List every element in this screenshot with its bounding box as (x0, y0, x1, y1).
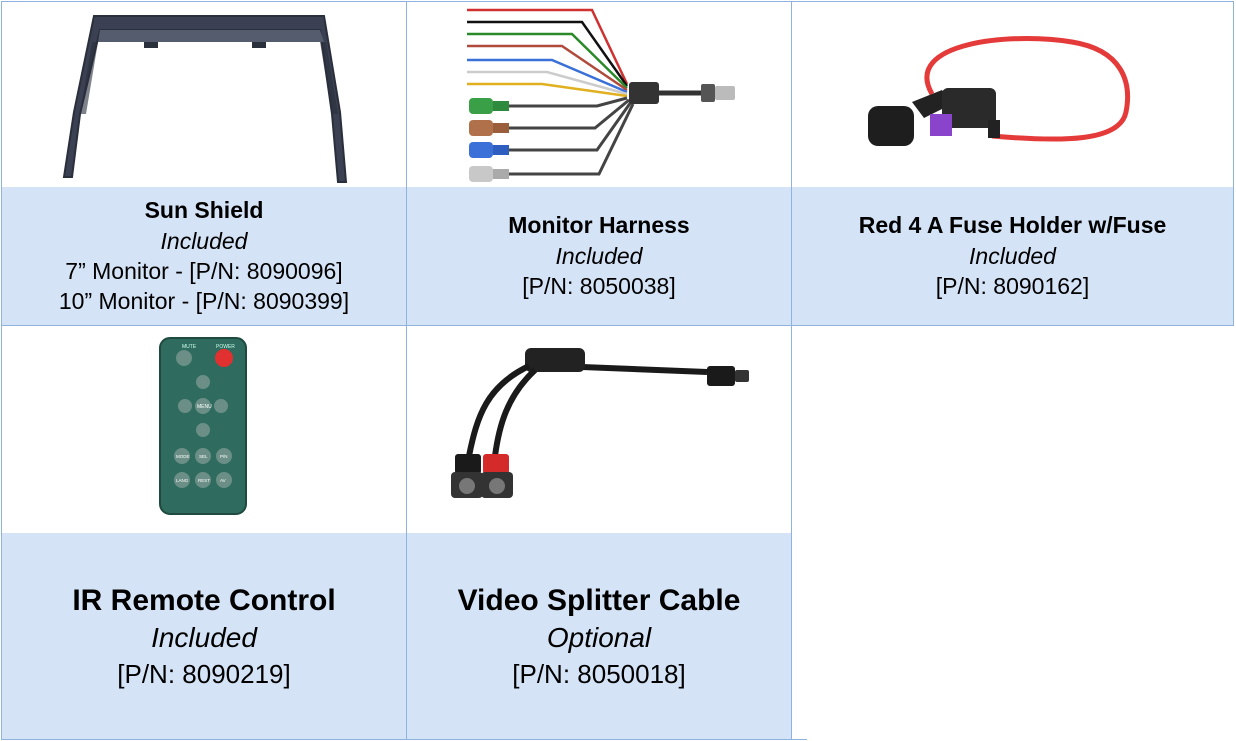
remote-av-label: AV (220, 478, 226, 483)
item-part-number: 10” Monitor - [P/N: 8090399] (58, 288, 350, 315)
item-ir-remote: MUTE POWER MENU MODE SEL P/N LANG REST A… (2, 326, 406, 739)
splitter-cable-icon (451, 348, 749, 498)
item-status: Included (555, 242, 643, 269)
remote-menu-label: MENU (197, 404, 212, 410)
empty-cell (792, 326, 1233, 739)
item-status: Included (151, 622, 257, 654)
ir-remote-icon: MUTE POWER MENU MODE SEL P/N LANG REST A… (159, 337, 247, 515)
grid-line-right-top (1233, 1, 1234, 326)
item-status: Included (969, 242, 1056, 269)
fuse-holder-icon (868, 36, 1131, 146)
remote-rest-label: REST (198, 478, 210, 483)
fuse-holder-image (792, 2, 1233, 187)
grid-line-bottom (1, 739, 807, 740)
sun-shield-image (2, 2, 406, 187)
item-part-number: [P/N: 8090162] (935, 273, 1090, 300)
item-title: Monitor Harness (508, 212, 690, 239)
grid-line-mid (1, 325, 1234, 326)
grid-line-v1 (406, 1, 407, 740)
item-status: Included (160, 227, 248, 254)
item-part-number: 7” Monitor - [P/N: 8090096] (65, 258, 343, 284)
item-title: Sun Shield (144, 197, 264, 224)
item-sun-shield: Sun Shield Included 7” Monitor - [P/N: 8… (2, 2, 406, 325)
item-fuse-holder: Red 4 A Fuse Holder w/Fuse Included [P/N… (792, 2, 1233, 325)
item-title: IR Remote Control (72, 583, 336, 617)
remote-mode-label: MODE (176, 454, 190, 459)
item-part-number: [P/N: 8090219] (117, 659, 291, 690)
grid-line-left (1, 1, 2, 740)
monitor-harness-image (407, 2, 791, 187)
item-part-number: [P/N: 8050018] (512, 659, 686, 690)
ir-remote-image: MUTE POWER MENU MODE SEL P/N LANG REST A… (2, 326, 406, 533)
sun-shield-icon (62, 15, 348, 183)
item-title: Video Splitter Cable (457, 583, 741, 617)
grid-line-v2 (791, 1, 792, 740)
remote-lang-label: LANG (176, 478, 189, 483)
item-video-splitter: Video Splitter Cable Optional [P/N: 8050… (407, 326, 791, 739)
item-status: Optional (546, 622, 652, 654)
remote-power-label: POWER (216, 344, 235, 350)
remote-pn-label: P/N (220, 454, 228, 459)
remote-mute-label: MUTE (182, 344, 197, 350)
item-monitor-harness: Monitor Harness Included [P/N: 8050038] (407, 2, 791, 325)
video-splitter-image (407, 326, 791, 533)
remote-sel-label: SEL (199, 454, 208, 459)
item-title: Red 4 A Fuse Holder w/Fuse (858, 212, 1167, 239)
grid-line-top (1, 1, 1234, 2)
item-part-number: [P/N: 8050038] (522, 273, 676, 300)
monitor-harness-icon (467, 8, 735, 182)
